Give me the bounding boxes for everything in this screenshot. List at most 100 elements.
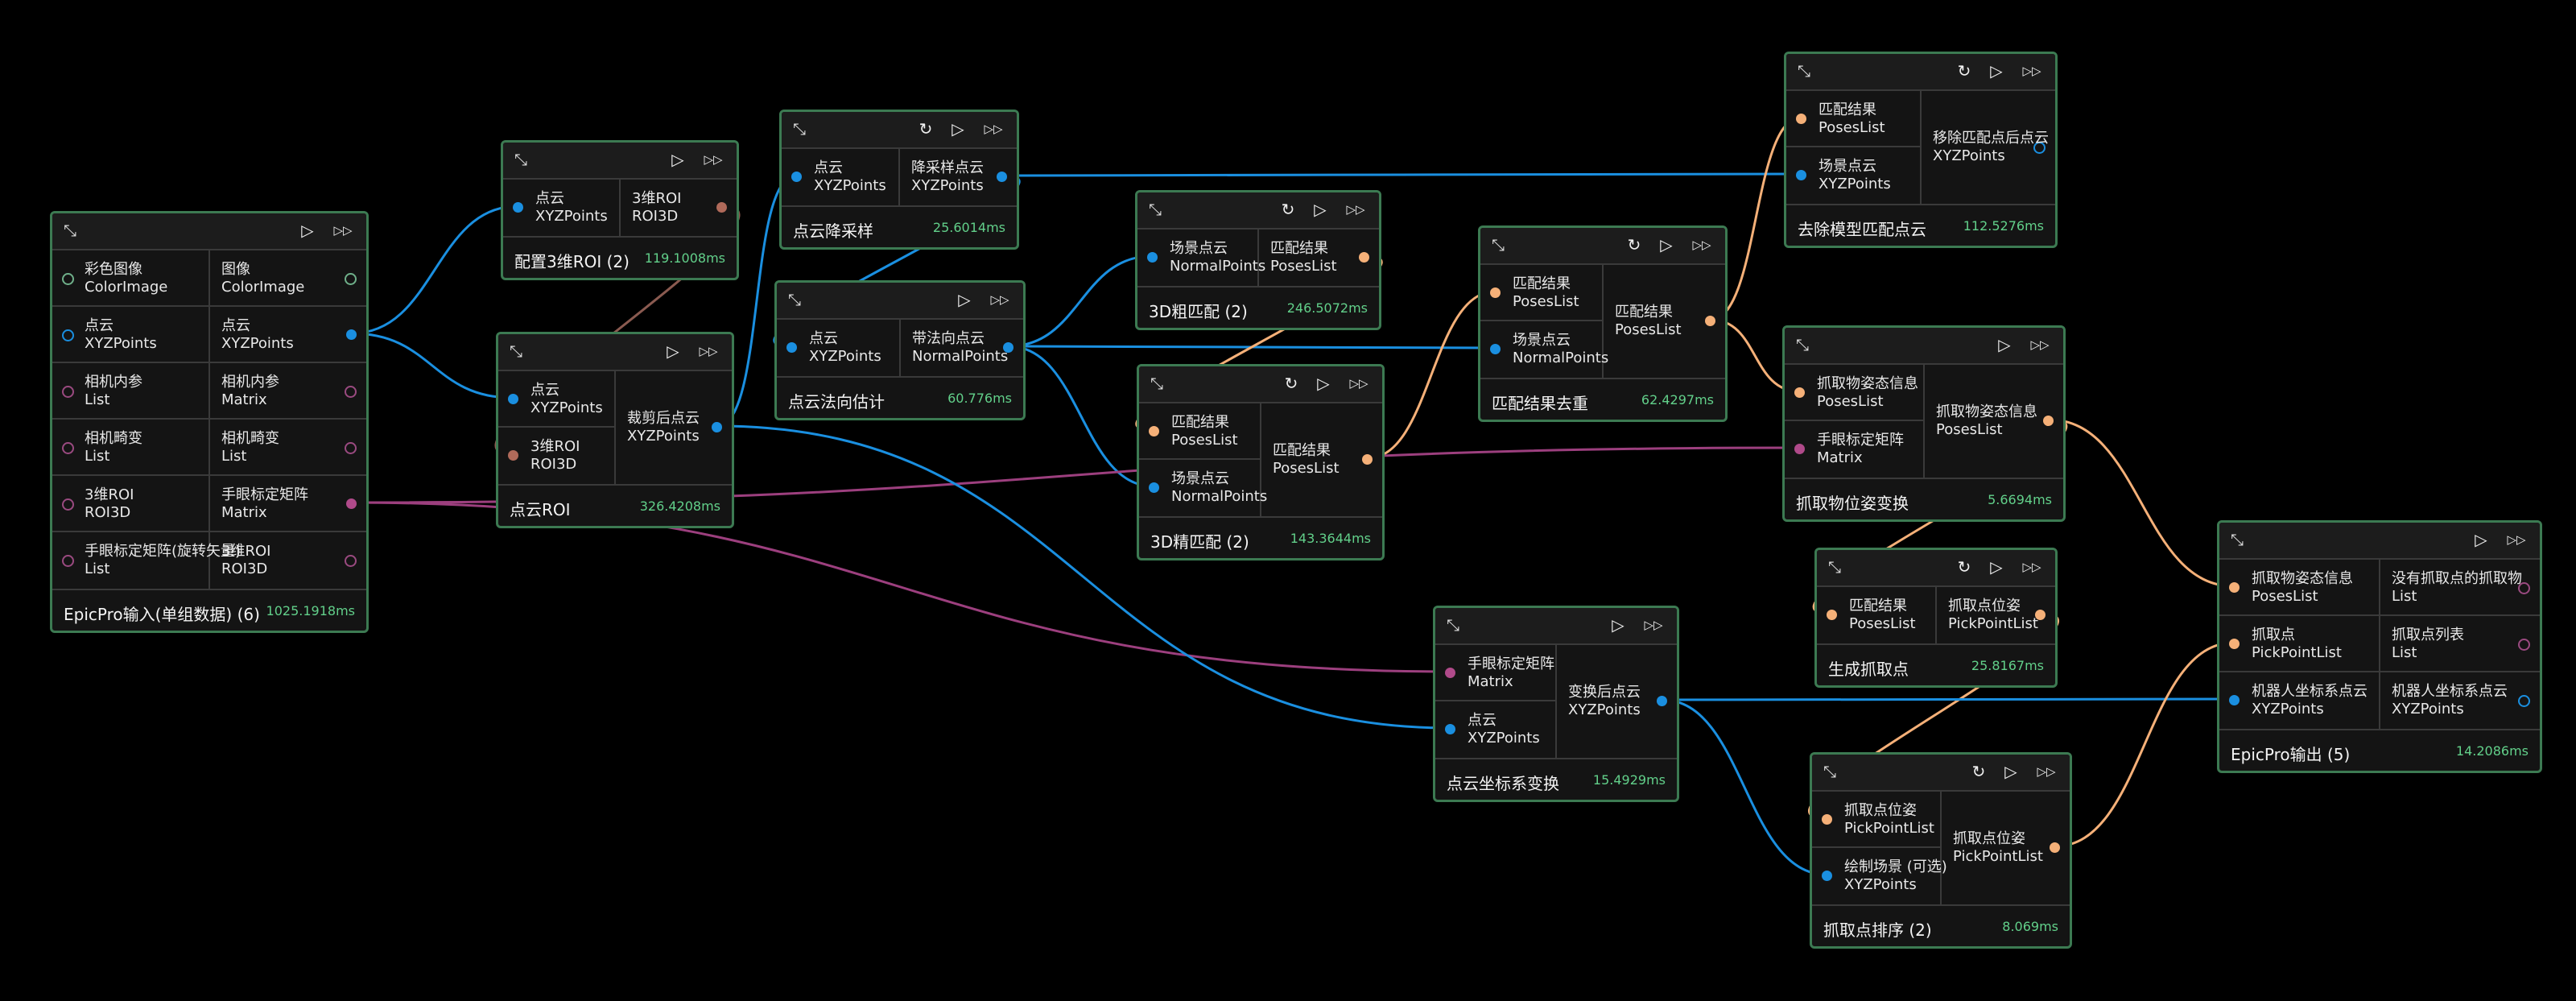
wire-normal-est-to-coarse-match[interactable] [1008,254,1153,348]
play-icon[interactable]: ▷ [958,290,971,309]
fast-forward-icon[interactable]: ▷▷ [699,344,718,358]
output-port-dot[interactable] [346,329,357,340]
drag-icon[interactable]: ⤡ [1149,200,1162,219]
fast-forward-icon[interactable]: ▷▷ [2022,64,2041,78]
input-port-dot[interactable] [1794,387,1805,398]
play-icon[interactable]: ▷ [2475,530,2487,549]
fast-forward-icon[interactable]: ▷▷ [2022,560,2041,574]
wire-coord-transform-to-pick-sort[interactable] [1662,698,1827,876]
drag-icon[interactable]: ⤡ [2231,530,2244,549]
output-port-dot[interactable] [1003,342,1013,353]
input-port-dot[interactable] [791,172,802,182]
drag-icon[interactable]: ⤡ [793,119,806,139]
input-port-dot[interactable] [62,273,74,285]
drag-icon[interactable]: ⤡ [1796,335,1809,354]
wire-coord-transform-to-epicpro-output[interactable] [1662,697,2235,701]
input-port-dot[interactable] [508,394,518,404]
output-port-dot[interactable] [346,498,357,509]
output-port-dot[interactable] [345,442,357,454]
drag-icon[interactable]: ⤡ [1150,374,1163,393]
fast-forward-icon[interactable]: ▷▷ [984,122,1003,136]
output-port-dot[interactable] [2043,416,2054,426]
drag-icon[interactable]: ⤡ [788,290,801,309]
input-port-dot[interactable] [1490,344,1501,354]
input-port-dot[interactable] [62,498,74,511]
output-port-dot[interactable] [2033,142,2046,154]
input-port[interactable]: 绘制场景 (可选)XYZPoints [1812,848,1947,904]
input-port-dot[interactable] [1822,814,1832,825]
input-port-dot[interactable] [1490,287,1501,298]
input-port-dot[interactable] [508,450,518,461]
output-port-dot[interactable] [997,172,1007,182]
input-port-dot[interactable] [62,329,74,341]
input-port-dot[interactable] [62,555,74,567]
play-icon[interactable]: ▷ [1998,335,2011,354]
refresh-icon[interactable]: ↻ [1284,374,1298,393]
input-port-dot[interactable] [1149,482,1159,493]
input-port-dot[interactable] [1445,668,1455,678]
drag-icon[interactable]: ⤡ [510,341,522,361]
play-icon[interactable]: ▷ [952,119,964,139]
wire-epicpro-input-to-config-roi[interactable] [351,205,518,335]
input-port-dot[interactable] [1822,871,1832,881]
input-port-dot[interactable] [1149,426,1159,436]
fast-forward-icon[interactable]: ▷▷ [2037,764,2056,779]
refresh-icon[interactable]: ↻ [1971,762,1986,781]
wire-downsample-to-remove-model[interactable] [1001,172,1802,177]
input-port-dot[interactable] [1796,170,1806,180]
fast-forward-icon[interactable]: ▷▷ [990,292,1009,307]
refresh-icon[interactable]: ↻ [1957,557,1971,577]
output-port-dot[interactable] [2035,610,2046,620]
wire-fine-match-to-dedup[interactable] [1367,290,1496,460]
drag-icon[interactable]: ⤡ [1823,762,1836,781]
output-port-dot[interactable] [1359,252,1369,263]
output-port-dot[interactable] [345,273,357,285]
input-port-dot[interactable] [2229,695,2240,705]
output-port-dot[interactable] [1657,696,1667,706]
wire-epicpro-input-to-cloud-roi[interactable] [351,332,514,399]
input-port-dot[interactable] [513,202,523,213]
fast-forward-icon[interactable]: ▷▷ [2030,337,2050,352]
wire-cloud-roi-to-coord-transform[interactable] [716,424,1451,730]
output-port-dot[interactable] [1362,454,1373,465]
